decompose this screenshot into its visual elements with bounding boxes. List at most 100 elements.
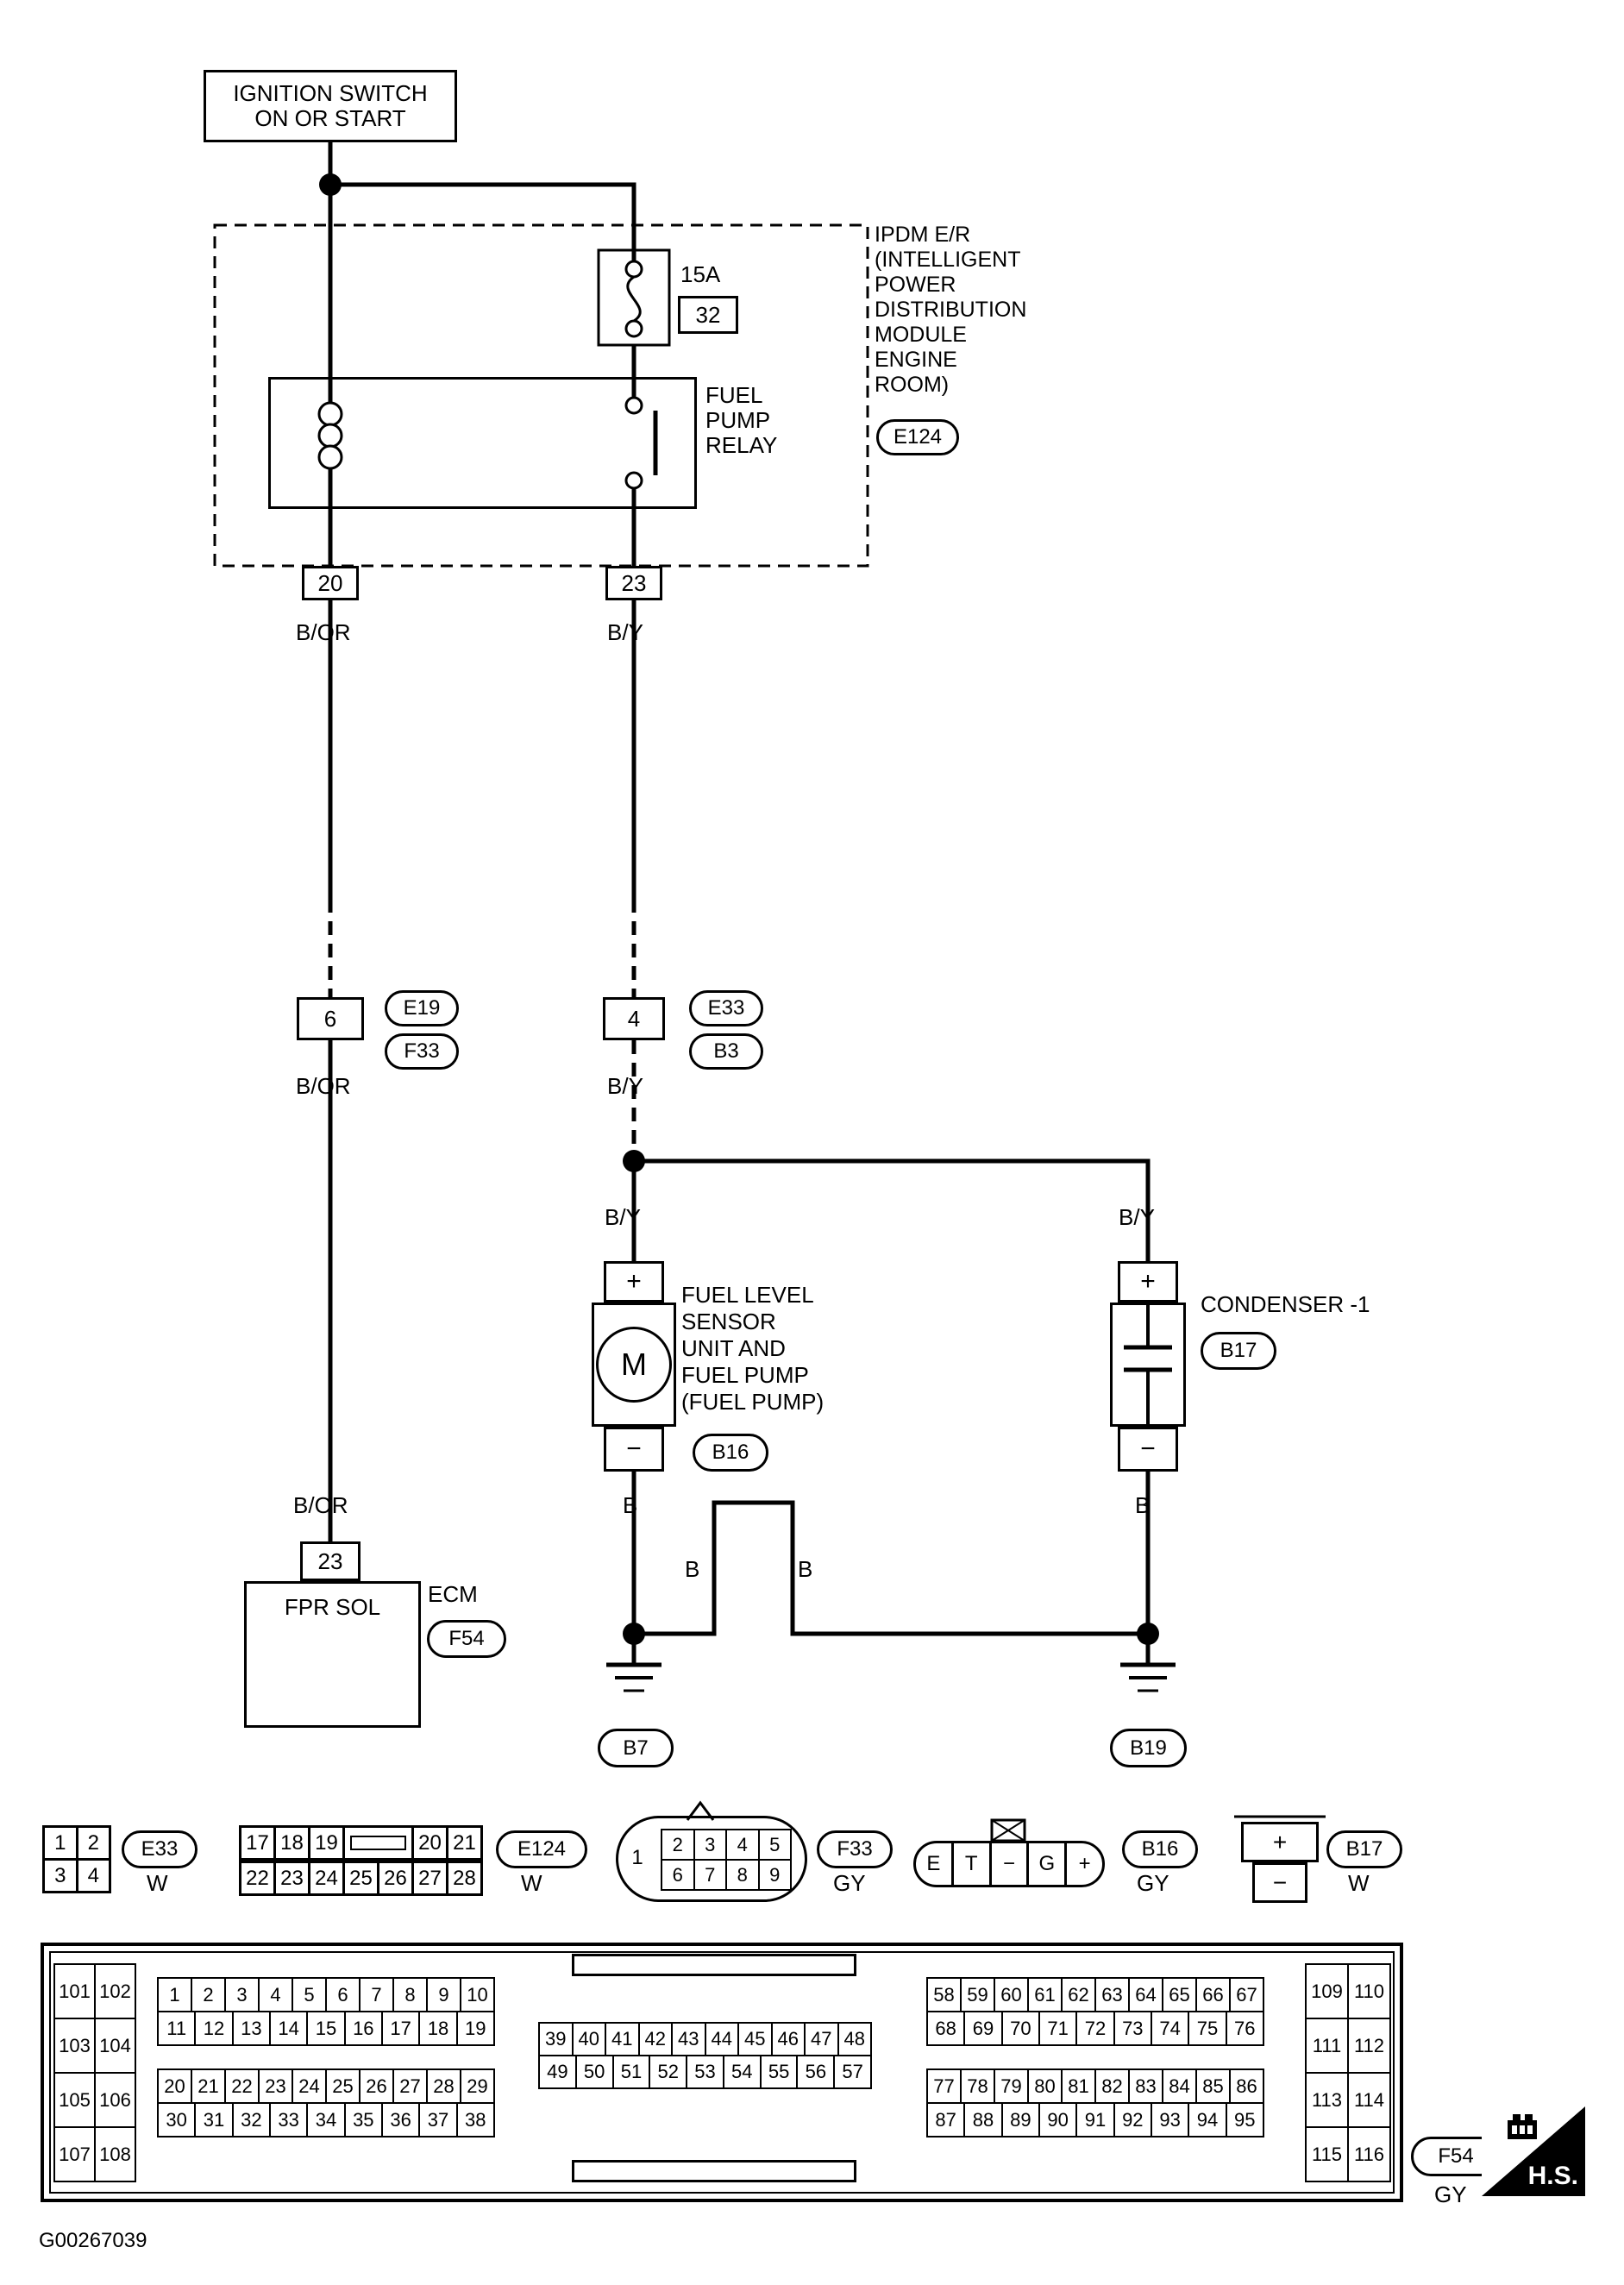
- pin-cell: 28: [426, 2068, 461, 2104]
- inline-pin-4: 4: [603, 997, 665, 1040]
- pin-cell: 68: [926, 2011, 966, 2046]
- pin-cell: 18: [273, 1825, 310, 1861]
- connector-tag-b16: B16: [693, 1434, 768, 1472]
- pin-cell: 92: [1113, 2102, 1152, 2137]
- connector-color-label: W: [521, 1870, 542, 1896]
- ecm-pin-23: 23: [300, 1541, 361, 1581]
- f54-top-slot: [572, 1954, 856, 1976]
- pin-cell: 50: [574, 2055, 614, 2089]
- pin-cell: 46: [770, 2022, 806, 2056]
- junction-dot: [623, 1150, 645, 1172]
- pin-cell: −: [988, 1843, 1027, 1885]
- junction-dot: [623, 1623, 645, 1645]
- pin-cell: 45: [737, 2022, 773, 2056]
- pin-cell: 30: [157, 2102, 197, 2137]
- connector-b16-pinout: E T − G +: [913, 1841, 1105, 1887]
- pin-cell: 73: [1113, 2011, 1152, 2046]
- ipdm-label-line: (INTELLIGENT: [875, 248, 1021, 272]
- f54-bottom-slot: [572, 2160, 856, 2182]
- blank-slot-cell: [342, 1825, 414, 1861]
- pump-label-line: UNIT AND: [681, 1335, 786, 1361]
- pin-cell: 7: [693, 1859, 727, 1891]
- pin-cell: 91: [1075, 2102, 1115, 2137]
- pin-cell: 114: [1347, 2072, 1391, 2128]
- ecm-label: ECM: [428, 1581, 478, 1607]
- condenser-body-box: [1110, 1303, 1186, 1427]
- motor-icon: M: [596, 1327, 672, 1403]
- pin-cell: 64: [1128, 1977, 1163, 2012]
- pump-body-box: [592, 1303, 676, 1427]
- pin-cell: 3: [693, 1829, 727, 1861]
- wire-color-label: B/OR: [293, 1492, 348, 1518]
- wire-group: [213, 142, 1326, 1842]
- pin-cell: 101: [53, 1963, 96, 2019]
- pin-cell: 21: [446, 1825, 483, 1861]
- pin-cell: 85: [1195, 2068, 1231, 2104]
- pin-cell: 31: [194, 2102, 234, 2137]
- doc-number: G00267039: [39, 2229, 147, 2252]
- ipdm-label-line: DISTRIBUTION: [875, 298, 1027, 322]
- connector-color-label: GY: [1434, 2181, 1467, 2207]
- pin-cell: 109: [1305, 1963, 1349, 2019]
- pin-cell: 81: [1061, 2068, 1096, 2104]
- pin-cell: 1: [42, 1825, 78, 1861]
- pin-cell: 36: [380, 2102, 421, 2137]
- pin-cell: 59: [960, 1977, 995, 2012]
- relay-label: FUEL PUMP RELAY: [705, 383, 777, 458]
- fuse-number-box: 32: [678, 296, 738, 334]
- ground-tag-b19: B19: [1110, 1729, 1187, 1767]
- pin-cell: 54: [722, 2055, 762, 2089]
- pin-cell: 88: [963, 2102, 1003, 2137]
- pin-cell: 27: [392, 2068, 428, 2104]
- wire-color-label: B/OR: [296, 1073, 351, 1099]
- pin-cell: 2: [661, 1829, 695, 1861]
- wire-color-label: B/Y: [607, 1073, 643, 1099]
- fuel-pump-relay-box: [268, 377, 697, 509]
- pin-cell: 19: [455, 2011, 495, 2046]
- pin-cell: 4: [725, 1829, 760, 1861]
- fpr-sol-label: FPR SOL: [284, 1594, 381, 1620]
- pin-cell: 56: [796, 2055, 836, 2089]
- capacitor-icon: [1124, 1304, 1172, 1425]
- wire-color-label: B: [798, 1556, 813, 1582]
- pin-cell: 26: [359, 2068, 394, 2104]
- pin-cell: 7: [359, 1977, 394, 2012]
- ecm-box: FPR SOL: [244, 1581, 421, 1728]
- pump-label-line: FUEL LEVEL: [681, 1282, 814, 1308]
- pin-cell: 89: [1000, 2102, 1040, 2137]
- pin-cell: 42: [637, 2022, 673, 2056]
- pin-cell: 35: [343, 2102, 383, 2137]
- pin-cell: 105: [53, 2072, 96, 2128]
- pin-cell: 94: [1188, 2102, 1227, 2137]
- pin-cell: 95: [1225, 2102, 1264, 2137]
- pin-cell: E: [926, 1852, 941, 1875]
- pin-cell: 104: [94, 2018, 136, 2074]
- pin-cell: 8: [392, 1977, 428, 2012]
- fuse-element-icon: [626, 275, 642, 323]
- pin-cell: 39: [538, 2022, 574, 2056]
- pin-cell: 21: [191, 2068, 226, 2104]
- pin-cell: 2: [191, 1977, 226, 2012]
- relay-label-line: RELAY: [705, 432, 778, 458]
- pin-cell: 80: [1027, 2068, 1063, 2104]
- pin-cell: 58: [926, 1977, 962, 2012]
- pin-cell: 40: [571, 2022, 606, 2056]
- pin-cell: 41: [605, 2022, 640, 2056]
- junction-dot: [319, 173, 342, 196]
- wire-color-label: B/Y: [607, 619, 643, 645]
- pin-cell: 4: [258, 1977, 293, 2012]
